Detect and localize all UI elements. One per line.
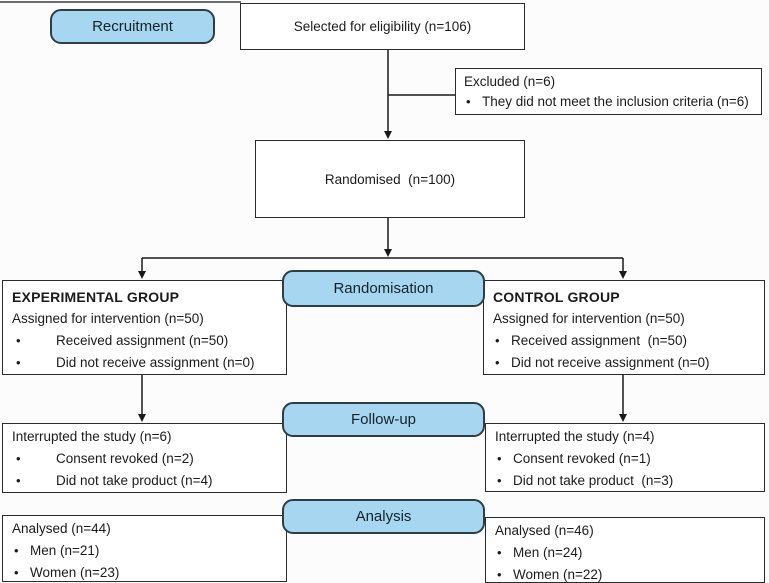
followup-left-item: • Consent revoked (n=2) xyxy=(12,448,277,470)
experimental-item-text: Did not receive assignment (n=0) xyxy=(56,355,255,370)
analysis-right-item-text: Women (n=22) xyxy=(513,567,603,582)
arrowhead-followup-left xyxy=(138,414,146,422)
bullet-icon: • xyxy=(16,451,21,466)
bullet-icon: • xyxy=(497,545,502,560)
bullet-icon: • xyxy=(16,333,21,348)
arrowhead-followup-right xyxy=(619,414,627,422)
followup-right-title: Interrupted the study (n=4) xyxy=(495,429,655,444)
analysis-right-box: Analysed (n=46) • Men (n=24) • Women (n=… xyxy=(485,517,765,583)
bullet-icon: • xyxy=(14,565,19,580)
followup-right-item-text: Did not take product (n=3) xyxy=(513,473,674,488)
experimental-group-box: EXPERIMENTAL GROUP Assigned for interven… xyxy=(2,280,287,375)
followup-right-item: • Did not take product (n=3) xyxy=(495,470,755,492)
experimental-group-item: • Did not receive assignment (n=0) xyxy=(12,352,277,374)
arrowhead-split xyxy=(384,249,392,257)
control-group-item: • Did not receive assignment (n=0) xyxy=(493,352,755,374)
followup-left-item: • Did not take product (n=4) xyxy=(12,470,277,492)
excluded-item-text: They did not meet the inclusion criteria… xyxy=(482,94,749,109)
analysis-left-item-text: Men (n=21) xyxy=(30,543,100,558)
followup-right-item: • Consent revoked (n=1) xyxy=(495,448,755,470)
arrowhead-experimental xyxy=(138,271,146,279)
analysis-stage-pill: Analysis xyxy=(282,499,485,534)
randomisation-stage-label: Randomisation xyxy=(333,280,434,297)
experimental-group-item: • Received assignment (n=50) xyxy=(12,330,277,352)
bullet-icon: • xyxy=(497,473,502,488)
analysis-left-item: • Women (n=23) xyxy=(12,562,277,583)
followup-left-title: Interrupted the study (n=6) xyxy=(12,429,172,444)
excluded-box: Excluded (n=6) • They did not meet the i… xyxy=(455,68,762,115)
analysis-right-title: Analysed (n=46) xyxy=(495,523,594,538)
followup-right-item-text: Consent revoked (n=1) xyxy=(513,451,651,466)
analysis-left-item: • Men (n=21) xyxy=(12,540,277,562)
experimental-group-subtitle: Assigned for intervention (n=50) xyxy=(12,311,204,326)
bullet-icon: • xyxy=(14,543,19,558)
analysis-right-item: • Men (n=24) xyxy=(495,542,755,564)
eligibility-box: Selected for eligibility (n=106) xyxy=(240,3,525,50)
bullet-icon: • xyxy=(495,355,500,370)
randomisation-stage-pill: Randomisation xyxy=(282,270,485,307)
experimental-group-title: EXPERIMENTAL GROUP xyxy=(12,289,180,305)
arrowhead-randomised xyxy=(384,131,392,139)
analysis-left-title: Analysed (n=44) xyxy=(12,521,111,536)
control-item-text: Received assignment (n=50) xyxy=(511,333,687,348)
eligibility-text: Selected for eligibility (n=106) xyxy=(293,19,472,34)
analysis-left-box: Analysed (n=44) • Men (n=21) • Women (n=… xyxy=(2,515,287,582)
followup-stage-pill: Follow-up xyxy=(282,402,485,437)
bullet-icon: • xyxy=(16,355,21,370)
followup-left-item-text: Did not take product (n=4) xyxy=(56,473,213,488)
randomised-text: Randomised (n=100) xyxy=(324,171,456,187)
bullet-icon: • xyxy=(497,451,502,466)
control-item-text: Did not receive assignment (n=0) xyxy=(511,355,710,370)
bullet-icon: • xyxy=(16,473,21,488)
bullet-icon: • xyxy=(495,333,500,348)
experimental-item-text: Received assignment (n=50) xyxy=(56,333,229,348)
followup-left-item-text: Consent revoked (n=2) xyxy=(56,451,194,466)
analysis-stage-label: Analysis xyxy=(355,508,412,525)
excluded-title: Excluded (n=6) xyxy=(464,74,556,89)
recruitment-stage-label: Recruitment xyxy=(92,18,173,35)
followup-left-box: Interrupted the study (n=6) • Consent re… xyxy=(2,423,287,493)
bullet-icon: • xyxy=(497,567,502,582)
analysis-right-item: • Women (n=22) xyxy=(495,564,755,583)
followup-stage-label: Follow-up xyxy=(350,411,417,428)
analysis-left-item-text: Women (n=23) xyxy=(30,565,120,580)
followup-right-box: Interrupted the study (n=4) • Consent re… xyxy=(485,423,765,492)
bullet-icon: • xyxy=(466,94,471,109)
arrowhead-control xyxy=(619,271,627,279)
control-group-box: CONTROL GROUP Assigned for intervention … xyxy=(483,280,765,375)
control-group-item: • Received assignment (n=50) xyxy=(493,330,755,352)
randomised-box: Randomised (n=100) xyxy=(255,140,525,218)
analysis-right-item-text: Men (n=24) xyxy=(513,545,583,560)
control-group-subtitle: Assigned for intervention (n=50) xyxy=(493,311,685,326)
excluded-item: • They did not meet the inclusion criter… xyxy=(464,92,753,112)
control-group-title: CONTROL GROUP xyxy=(493,289,620,305)
recruitment-stage-pill: Recruitment xyxy=(50,9,215,44)
